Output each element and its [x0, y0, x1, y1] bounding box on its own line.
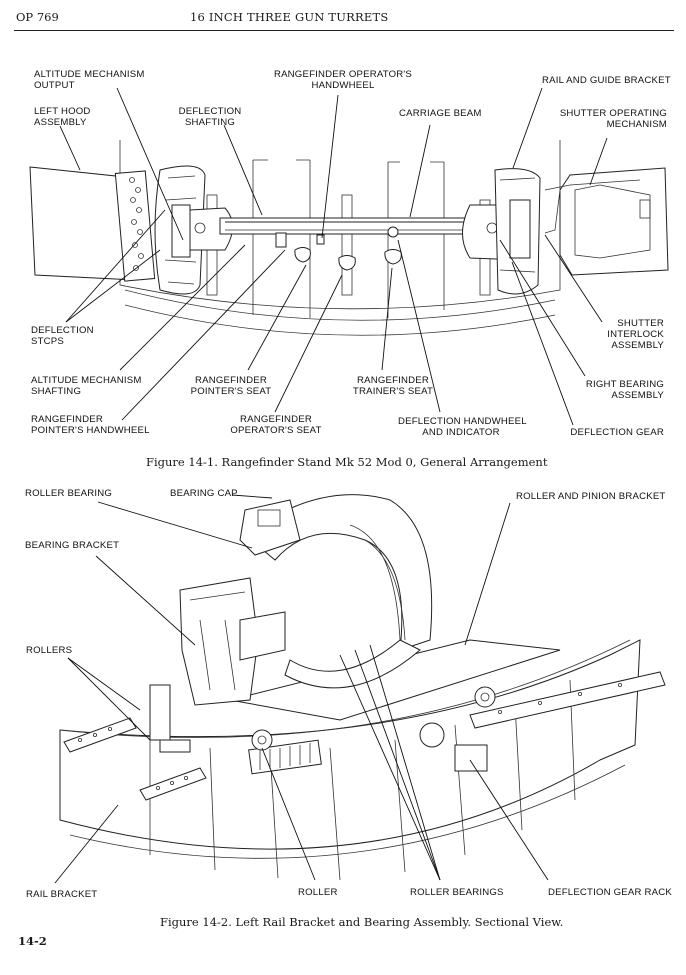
label-altitude-mechanism-output: ALTITUDE MECHANISM OUTPUT: [34, 69, 145, 91]
label-roller-and-pinion-bracket: ROLLER AND PINION BRACKET: [516, 491, 666, 502]
label-rangefinder-pointers-seat: RANGEFINDER POINTER'S SEAT: [190, 375, 272, 397]
label-deflection-gear-rack: DEFLECTION GEAR RACK: [548, 887, 672, 898]
label-left-hood-assembly: LEFT HOOD ASSEMBLY: [34, 106, 91, 128]
label-roller: ROLLER: [298, 887, 338, 898]
figure-14-1-caption: Figure 14-1. Rangefinder Stand Mk 52 Mod…: [146, 455, 548, 469]
label-roller-bearing: ROLLER BEARING: [25, 488, 113, 499]
label-deflection-stops: DEFLECTION STCPS: [31, 325, 94, 347]
page-number: 14-2: [18, 934, 47, 948]
figure-14-1-drawing: [29, 87, 669, 426]
label-rail-and-guide-bracket: RAIL AND GUIDE BRACKET: [542, 75, 671, 86]
label-rangefinder-trainers-seat: RANGEFINDER TRAINER'S SEAT: [352, 375, 434, 397]
label-rangefinder-operators-seat: RANGEFINDER OPERATOR'S SEAT: [230, 414, 322, 436]
label-altitude-mechanism-shafting: ALTITUDE MECHANISM SHAFTING: [31, 375, 142, 397]
label-rangefinder-pointers-handwheel: RANGEFINDER POINTER'S HANDWHEEL: [31, 414, 150, 436]
label-right-bearing-assembly: RIGHT BEARING ASSEMBLY: [585, 379, 664, 401]
label-bearing-cap: BEARING CAP: [170, 488, 238, 499]
header-rule: [14, 30, 674, 31]
document-number: OP 769: [16, 10, 59, 24]
label-rail-bracket: RAIL BRACKET: [26, 889, 98, 900]
label-shutter-interlock-assembly: SHUTTER INTERLOCK ASSEMBLY: [607, 318, 664, 351]
page-title: 16 INCH THREE GUN TURRETS: [190, 10, 389, 24]
label-rangefinder-operators-handwheel: RANGEFINDER OPERATOR'S HANDWHEEL: [273, 69, 413, 91]
label-rollers: ROLLERS: [26, 645, 73, 656]
label-bearing-bracket: BEARING BRACKET: [25, 540, 120, 551]
label-deflection-shafting: DEFLECTION SHAFTING: [178, 106, 242, 128]
label-deflection-handwheel-and-indicator: DEFLECTION HANDWHEEL AND INDICATOR: [398, 416, 527, 438]
label-deflection-gear: DEFLECTION GEAR: [570, 427, 664, 438]
figure-14-2-caption: Figure 14-2. Left Rail Bracket and Beari…: [160, 915, 564, 929]
figure-14-2-drawing: [54, 494, 666, 884]
label-shutter-operating-mechanism: SHUTTER OPERATING MECHANISM: [559, 108, 667, 130]
label-carriage-beam: CARRIAGE BEAM: [399, 108, 482, 119]
label-roller-bearings: ROLLER BEARINGS: [410, 887, 504, 898]
